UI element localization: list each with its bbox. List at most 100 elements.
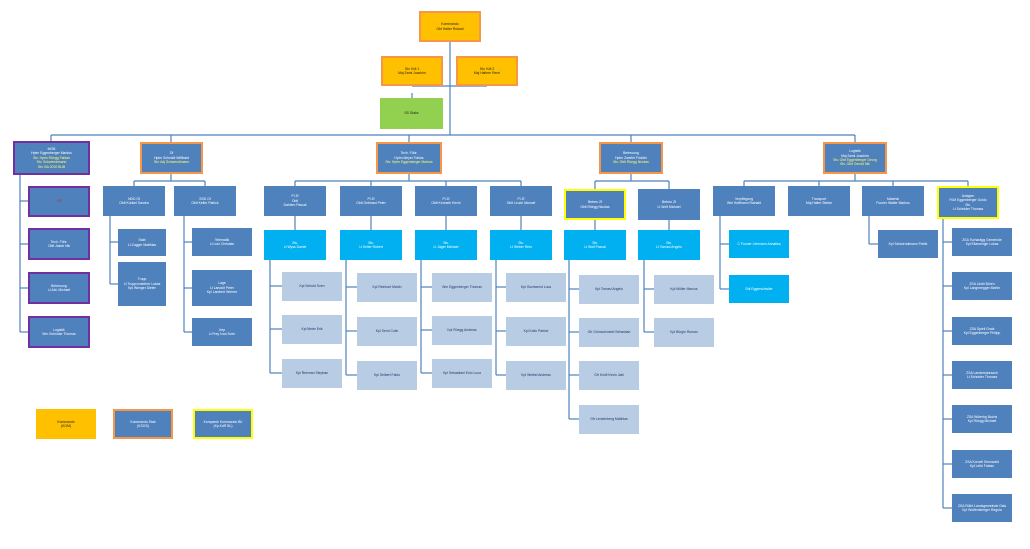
node-bz1-member-3[interactable]: Gfr Knöll Kevin Jakl xyxy=(579,361,639,390)
node-z1-member-3[interactable]: Kpl Reeman Stephan xyxy=(282,359,342,388)
node-kommando-line1: Kommando xyxy=(441,22,459,27)
node-z3-member-2[interactable]: Kpl Rüegg Andreas xyxy=(432,316,492,345)
node-mob-tech-fuhr-line2: Oblt Jakob Nik xyxy=(47,244,71,248)
node-ssd-telematik-line2: Lt Lutz Christian xyxy=(209,242,235,246)
node-ndd-trupp[interactable]: Trupp Lt Truppvorsteher Lukas Kpl Wenger… xyxy=(118,262,166,306)
node-betreuung-stv-2-line1: Stv. xyxy=(666,240,672,245)
node-anlage-2[interactable]: ZSA Lindli Büren Kpl Langenegger Martin xyxy=(952,272,1012,300)
node-ss-stab[interactable]: SS Stabs xyxy=(380,98,443,129)
node-ssd[interactable]: SSD Of Oblt Keller Patrick xyxy=(174,186,236,216)
node-z3-member-1-label: Wm Eggenberger Thomas xyxy=(442,285,482,290)
node-z2-member-3[interactable]: Kpl Seibert Fabio xyxy=(357,361,417,390)
node-kommando[interactable]: Kommando Obt Halter Roland xyxy=(419,11,481,42)
node-ndd[interactable]: NDD Of Oblt Kunkel Sandra xyxy=(103,186,165,216)
node-material-line2: Fourier Walter Markus xyxy=(876,201,910,205)
node-z4-member-2[interactable]: Kpl Kolin Patrick xyxy=(506,317,566,346)
node-bz2-member-1[interactable]: Kpl Müller Marcus xyxy=(654,275,714,304)
node-z2-member-1[interactable]: Kpl Reinhart Martin xyxy=(357,273,417,302)
node-pi-stv-3[interactable]: Stv. Lt Jäger Michael xyxy=(415,230,477,260)
node-stv-kdt-1-line2: Maj Sami Joachim xyxy=(398,71,426,75)
node-pi-stv-4[interactable]: Stv. Lt Weber Reto xyxy=(490,230,552,260)
node-material[interactable]: Material Fourier Walter Markus xyxy=(862,186,924,216)
node-of-line2: Hptm Schmidt Willibald xyxy=(154,155,189,160)
node-z2-member-2[interactable]: Kpl Serni Colin xyxy=(357,317,417,346)
node-z4-member-1[interactable]: Kpl Gschwend Luca xyxy=(506,273,566,302)
node-betreuung-zf-1[interactable]: Betreu Zf Oblt Rüegg Nicolas xyxy=(564,189,626,220)
node-mob[interactable]: MOB Hptm Eggenberger Markus Stv. Hptm Rü… xyxy=(13,141,90,175)
node-transport[interactable]: Transport Maj Halter Stefan xyxy=(788,186,850,216)
node-pi-stv-1[interactable]: Stv. Lt Wyss Daniel xyxy=(264,230,326,260)
node-anlage-6-line2: Kpl Leibi Fabian xyxy=(969,464,995,468)
node-ssd-telematik[interactable]: Telematik Lt Lutz Christian xyxy=(192,228,252,256)
node-betreuung[interactable]: Betreuung Hptm Zweifel Fridolin Stv. Obl… xyxy=(599,142,663,174)
node-mob-tech-fuhr[interactable]: Tech. Führ. Oblt Jakob Nik xyxy=(28,228,90,260)
node-anlage-4[interactable]: ZSA Landersdorsach Lt Schnider Thomas xyxy=(952,361,1012,389)
node-z4-member-3[interactable]: Kpl Weibel Andreas xyxy=(506,361,566,390)
node-z4-member-1-label: Kpl Gschwend Luca xyxy=(520,285,552,290)
node-ss-stab-line1: SS Stabs xyxy=(404,111,419,116)
node-bz1-member-3-label: Gfr Knöll Kevin Jakl xyxy=(594,373,624,378)
node-z3-member-3-label: Kpl Sebastiani Enio Luca xyxy=(443,371,481,376)
node-bz1-member-1[interactable]: Kpl Tomasi Angelo xyxy=(579,275,639,304)
node-z3-member-1[interactable]: Wm Eggenberger Thomas xyxy=(432,273,492,302)
node-pi-zf-4[interactable]: Pi Zf Oblt Leuch Manuel xyxy=(490,186,552,216)
node-ssd-line1: SSD Of xyxy=(199,196,211,201)
node-ssd-lage[interactable]: Lage Lt Landolt Peter Kpl Lambert Werner xyxy=(192,270,252,306)
node-mob-betreuung[interactable]: Betreuung Lt Abt. Michael xyxy=(28,272,90,304)
node-z3-member-3[interactable]: Kpl Sebastiani Enio Luca xyxy=(432,359,492,388)
node-logistik-line3: Stv. Oblt Eggenberger Georg xyxy=(833,158,877,162)
node-anlagen[interactable]: Anlagen FüM Eggenberger Guido Stv. Lt Sc… xyxy=(937,186,999,219)
node-z1-member-2[interactable]: Kpl Meier Erik xyxy=(282,315,342,344)
node-anlage-3-line1: ZSA Spieli Gratz xyxy=(969,326,995,331)
node-pi-zf-4-line2: Oblt Leuch Manuel xyxy=(506,201,536,205)
legend-kommando-stab-line2: (KSOS) xyxy=(137,424,149,428)
node-pi-stv-1-line1: Stv. xyxy=(292,240,298,245)
node-z1-member-1[interactable]: Kpl Sebold Sven xyxy=(282,272,342,301)
node-pi-zf-1[interactable]: Pi Zf Oblt Dahlem Pascal xyxy=(264,186,326,216)
node-material-member-1[interactable]: Kpl Schwendimann Patrik xyxy=(878,230,938,258)
node-anlage-5[interactable]: ZSA Widerhg Buchs Kpl Rüegg Michael xyxy=(952,405,1012,433)
node-mob-of[interactable]: Of xyxy=(28,186,90,217)
node-betreuung-zf-1-line1: Betreu Zf xyxy=(588,200,602,205)
legend-kommando: Kommando (KOM) xyxy=(36,409,96,439)
node-logistik-line2: Maj Sami Joachim xyxy=(841,153,869,158)
node-mob-logistik[interactable]: Logistik Wm Schnider Thomas xyxy=(28,316,90,348)
node-anlage-3-line2: Kpl Eggenberger Philipp xyxy=(963,331,1001,335)
node-verpflegung-member-2[interactable]: Sdt Eggerschwiler xyxy=(729,275,789,303)
node-mob-line5: Stv. BA 2020 BUB xyxy=(37,164,66,169)
node-z4-member-3-label: Kpl Weibel Andreas xyxy=(521,373,551,378)
node-pi-stv-4-line2: Lt Weber Reto xyxy=(510,245,532,249)
node-stv-kdt-2[interactable]: Stv. Kdt 2 Maj Haltner René xyxy=(456,56,518,86)
node-anlage-4-line2: Lt Schnider Thomas xyxy=(966,375,998,379)
node-anlage-1[interactable]: ZSA Tscharägg Gemeinde Kpl Eliasrengin L… xyxy=(952,228,1012,256)
node-betreuung-stv-2[interactable]: Stv. Lt Tomasi Angelo xyxy=(638,230,700,260)
node-bz2-member-1-label: Kpl Müller Marcus xyxy=(670,287,698,292)
node-ssd-uep[interactable]: Uep Lt Frey Ivan Sven xyxy=(192,318,252,346)
node-anlage-7[interactable]: ZSA Rüthl Landsgemeinde Gais Kpl Wolfens… xyxy=(952,494,1012,522)
node-betreuung-stv-1[interactable]: Stv. Lt Wolf Pascal xyxy=(564,230,626,260)
node-tech-fuhr-line3: Stv. Hptm Eggenberger Markus xyxy=(385,160,433,165)
node-pi-stv-2[interactable]: Stv. Lt Keller Robert xyxy=(340,230,402,260)
node-logistik[interactable]: Logistik Maj Sami Joachim Stv. Oblt Egge… xyxy=(823,142,887,174)
node-anlage-6[interactable]: ZSA Kornell Sennwald Kpl Leibi Fabian xyxy=(952,450,1012,478)
node-mob-line4: Stv. Schwendimann xyxy=(36,160,67,165)
node-pi-zf-2[interactable]: Pi Zf Oblt Gebhard Peter xyxy=(340,186,402,216)
node-pi-stv-3-line1: Stv. xyxy=(443,240,449,245)
node-pi-zf-3[interactable]: Pi Zf Oblt Kenneth Kevin xyxy=(415,186,477,216)
node-verpflegung-member-1[interactable]: C Fourier Lehmann Annalisa xyxy=(729,230,789,258)
node-tech-fuhr[interactable]: Tech. Führ. Hptm Meyer Tobias Stv. Hptm … xyxy=(376,142,442,174)
node-betreuung-zf-2[interactable]: Betreu Zf Lt Wolf Michael xyxy=(638,189,700,220)
node-transport-line1: Transport xyxy=(811,196,827,201)
node-anlage-2-line1: ZSA Lindli Büren xyxy=(969,281,995,286)
node-ndd-stab-line1: Stab xyxy=(138,238,146,243)
node-stv-kdt-1[interactable]: Stv. Kdt 1 Maj Sami Joachim xyxy=(381,56,443,86)
node-bz2-member-2[interactable]: Kpl Bürgin Roman xyxy=(654,318,714,347)
node-bz1-member-2[interactable]: Gfr Grünschnabel Sebastian xyxy=(579,318,639,347)
node-bz1-member-4-label: Gfr Lendenberg Matthias xyxy=(590,417,628,422)
node-bz1-member-4[interactable]: Gfr Lendenberg Matthias xyxy=(579,405,639,434)
node-of[interactable]: Of Hptm Schmidt Willibald Stv. Adj Schwe… xyxy=(140,142,203,174)
node-ssd-telematik-line1: Telematik xyxy=(214,237,230,242)
node-ndd-stab[interactable]: Stab Lt Zugger Matthias xyxy=(118,229,166,256)
node-anlage-3[interactable]: ZSA Spieli Gratz Kpl Eggenberger Philipp xyxy=(952,317,1012,345)
node-verpflegung[interactable]: Verpflegung Wm Hoffmann Rainald xyxy=(713,186,775,216)
